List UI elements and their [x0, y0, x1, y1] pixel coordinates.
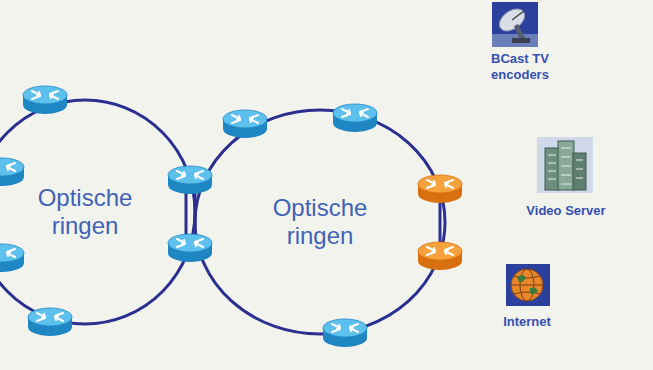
router-icon	[333, 104, 377, 132]
source-label: BCast TV encoders	[476, 49, 564, 85]
optical-ring: Optische ringen	[195, 110, 445, 334]
router-icon	[28, 308, 72, 336]
icon-caption: Video Server	[526, 203, 605, 219]
video-server-icon	[537, 137, 593, 193]
optical-ring: Optische ringen	[0, 100, 195, 324]
internet-globe-icon	[506, 264, 550, 306]
router-icon	[168, 166, 212, 194]
router-icon	[418, 175, 462, 203]
router-icon	[0, 158, 24, 186]
source-label: Internet	[498, 312, 556, 332]
satellite-dish-icon	[492, 2, 538, 47]
router-icon	[223, 110, 267, 138]
router-icon	[323, 319, 367, 347]
link-lines	[186, 182, 440, 256]
router-icon	[418, 242, 462, 270]
icon-caption: BCast TV encoders	[481, 51, 559, 82]
router-icon	[0, 244, 24, 272]
source-label: Video Server	[521, 201, 611, 221]
ring-label: Optische ringen	[25, 184, 145, 239]
ring-label: Optische ringen	[260, 194, 380, 249]
router-icon	[23, 86, 67, 114]
router-icon	[168, 234, 212, 262]
icon-caption: Internet	[503, 314, 551, 330]
